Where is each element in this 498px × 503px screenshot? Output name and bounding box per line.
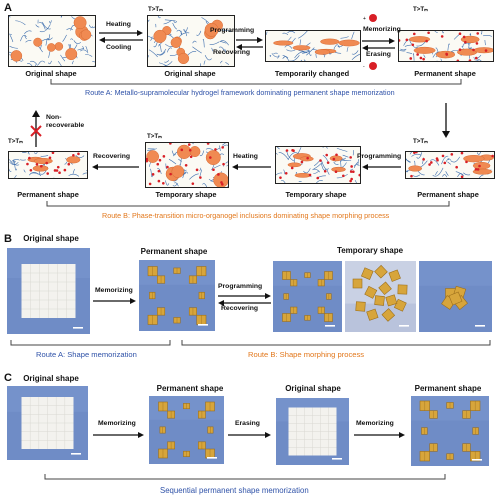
temp-label-a4: T>Tₘ (147, 133, 163, 140)
recovering2-label: Recovering (93, 153, 131, 160)
schematic-original-1 (8, 15, 96, 67)
b-label-original: Original shape (23, 234, 79, 243)
c-erasing-label: Erasing (235, 420, 260, 427)
route-b-bracket (46, 201, 450, 207)
c-label-original-1: Original shape (23, 374, 79, 383)
photo-b-temporary-2 (345, 261, 416, 332)
programming-label: Programming (210, 27, 255, 34)
row1-label-temporarily-changed: Temporarily changed (274, 69, 350, 78)
svg-text:-: - (363, 64, 365, 70)
schematic-permanent-1 (398, 30, 494, 62)
photo-c-permanent-1 (149, 396, 224, 464)
b-program-recover-arrows (218, 293, 271, 306)
photo-c-original-1 (7, 386, 88, 460)
c-label-original-2: Original shape (285, 384, 341, 393)
schematic-temporary-1 (145, 142, 229, 188)
route-a-bracket (50, 79, 462, 85)
temp-label-a1: T>Tₘ (148, 6, 164, 13)
program-recover-arrows (236, 37, 263, 50)
c-memorizing2-label: Memorizing (356, 420, 394, 427)
schematic-permanent-2 (8, 151, 88, 179)
recover-arrow (92, 164, 139, 170)
panel-c-letter: C (4, 372, 12, 384)
non-recoverable-arrow (30, 110, 42, 147)
temp-label-a3: T>Tₘ (8, 138, 24, 145)
b-label-permanent: Permanent shape (140, 247, 208, 256)
row2-label-temporary-1: Temporary shape (155, 190, 217, 199)
c-erase-arrow (228, 432, 271, 438)
b-memorizing-label: Memorizing (95, 287, 133, 294)
photo-c-permanent-2 (411, 396, 489, 466)
row1-label-original-2: Original shape (164, 69, 216, 78)
photo-b-permanent (139, 260, 215, 331)
c-label-permanent-1: Permanent shape (156, 384, 224, 393)
c-caption: Sequential permanent shape memorization (160, 486, 309, 495)
row1-label-permanent: Permanent shape (414, 69, 476, 78)
schematic-temporary-2 (275, 146, 361, 184)
non-recoverable-label: Non- recoverable (46, 114, 85, 129)
b-route-a-caption: Route A: Shape memorization (36, 350, 137, 359)
row2-label-temporary-2: Temporary shape (285, 190, 347, 199)
schematic-permanent-3 (405, 151, 495, 179)
b-brackets (10, 340, 491, 346)
b-memorize-arrow (93, 298, 136, 304)
schematic-original-2 (147, 15, 235, 67)
heat-arrow (232, 164, 271, 170)
down-arrow (442, 103, 450, 138)
photo-b-temporary-1 (273, 261, 342, 332)
c-memorize2-arrow (354, 432, 405, 438)
svg-text:+: + (363, 16, 366, 22)
b-label-temporary: Temporary shape (336, 246, 404, 255)
memorize-erase-arrows (362, 38, 395, 51)
c-memorizing-label: Memorizing (98, 420, 136, 427)
panel-b-letter: B (4, 233, 12, 245)
c-bracket (44, 474, 446, 480)
photo-c-original-2 (276, 398, 349, 465)
route-a-caption: Route A: Metallo-supramolecular hydrogel… (85, 88, 395, 97)
erasing-label: Erasing (366, 51, 391, 58)
program-arrow (362, 164, 401, 170)
metal-ion-icon: + (363, 14, 377, 22)
panel-a-letter: A (4, 2, 12, 14)
programming2-label: Programming (357, 153, 402, 160)
ion-removal-icon: - (363, 62, 377, 70)
recovering-label: Recovering (213, 49, 251, 56)
photo-b-original (7, 248, 90, 334)
temp-label-a5: T>Tₘ (413, 138, 429, 145)
c-memorize-arrow (93, 432, 144, 438)
row2-label-permanent-2: Permanent shape (417, 190, 479, 199)
b-recovering-label: Recovering (221, 305, 259, 312)
b-programming-label: Programming (218, 283, 263, 290)
memorizing-label: Memorizing (363, 26, 401, 33)
c-label-permanent-2: Permanent shape (414, 384, 482, 393)
b-route-b-caption: Route B: Shape morphing process (248, 350, 365, 359)
route-b-caption: Route B: Phase-transition micro-organoge… (102, 211, 390, 220)
heating2-label: Heating (233, 153, 258, 160)
row2-label-permanent: Permanent shape (17, 190, 79, 199)
temp-label-a2: T>Tₘ (413, 6, 429, 13)
cooling-label: Cooling (106, 44, 132, 51)
schematic-temporarily-changed (265, 30, 361, 62)
heating-label: Heating (106, 21, 131, 28)
photo-b-temporary-3 (419, 261, 492, 332)
heat-cool-arrows (99, 30, 143, 43)
row1-label-original-1: Original shape (25, 69, 77, 78)
